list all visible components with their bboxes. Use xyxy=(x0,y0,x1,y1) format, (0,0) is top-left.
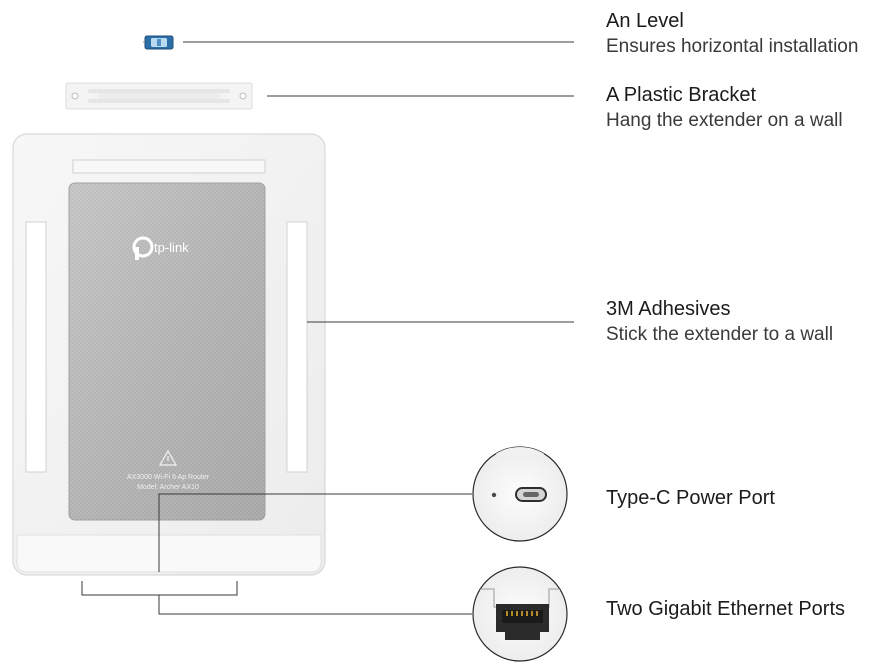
callout-bracket-title: A Plastic Bracket xyxy=(606,84,757,106)
ethernet-port-bracket xyxy=(81,581,472,615)
callout-ethernet-title: Two Gigabit Ethernet Ports xyxy=(606,598,846,620)
callout-level: An Level Ensures horizontal installation xyxy=(606,8,858,60)
device-label-line2: Model: Archer AX10 xyxy=(137,484,199,491)
callout-bracket: A Plastic Bracket Hang the extender on a… xyxy=(606,82,843,134)
callout-level-subtitle: Ensures horizontal installation xyxy=(606,36,859,57)
device-label-line1: AX3000 Wi-Fi 6 Ap Router xyxy=(127,474,210,481)
extender-device: tp-link AX3000 Wi-Fi 6 Ap Router Model: … xyxy=(12,133,326,576)
callout-bracket-subtitle: Hang the extender on a wall xyxy=(606,110,843,131)
device-brand: tp-link xyxy=(154,240,189,255)
callout-power: Type-C Power Port xyxy=(606,485,775,511)
callout-power-title: Type-C Power Port xyxy=(606,487,775,509)
warning-icon xyxy=(158,449,178,466)
callout-level-title: An Level xyxy=(606,10,684,32)
power-port-zoom xyxy=(472,446,568,542)
tp-link-logo-icon xyxy=(132,236,154,260)
indicator-hole-icon xyxy=(491,492,497,498)
callout-adhesives-title: 3M Adhesives xyxy=(606,298,731,320)
ethernet-port-icon xyxy=(496,604,549,640)
level-icon xyxy=(143,35,174,50)
ethernet-port-zoom xyxy=(472,566,568,662)
callout-adhesives: 3M Adhesives Stick the extender to a wal… xyxy=(606,296,833,348)
plastic-bracket-illustration xyxy=(65,82,253,110)
callout-adhesives-subtitle: Stick the extender to a wall xyxy=(606,324,834,345)
adhesive-strip-right xyxy=(286,221,308,473)
power-leader-line xyxy=(158,493,472,572)
adhesive-strip-left xyxy=(25,221,47,473)
callout-ethernet: Two Gigabit Ethernet Ports xyxy=(606,596,845,622)
